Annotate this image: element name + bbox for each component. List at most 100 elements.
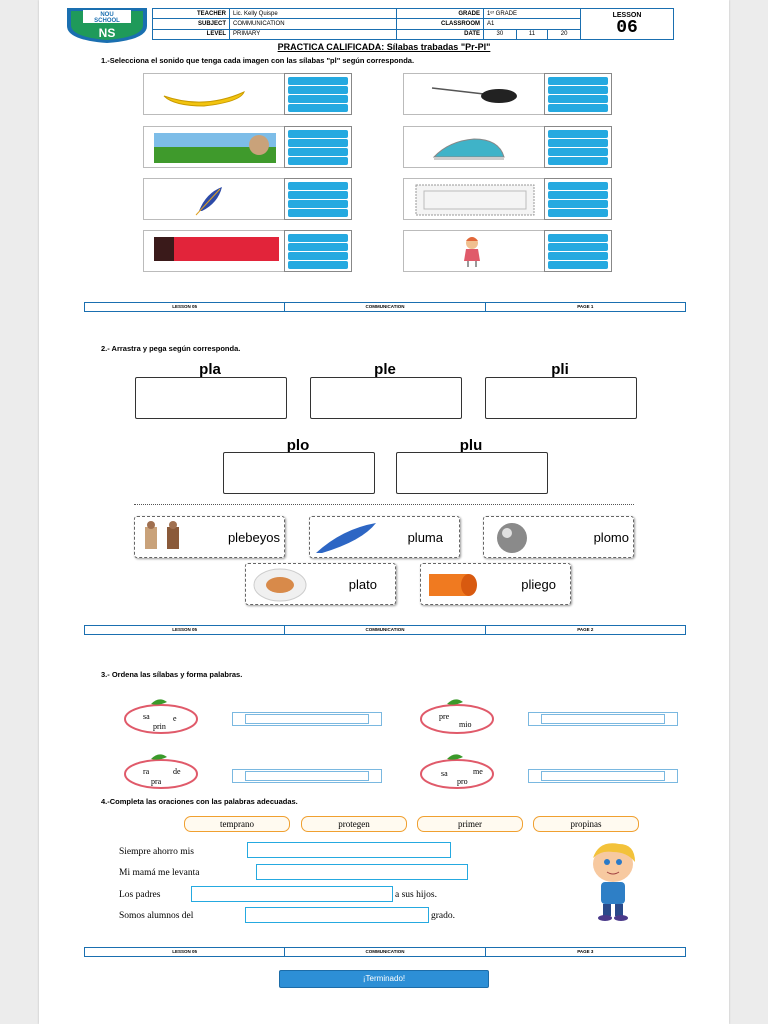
answer-field-3[interactable] xyxy=(232,769,382,783)
lead-ball-icon xyxy=(497,523,527,553)
options-group-6 xyxy=(544,178,612,220)
date-year: 20 xyxy=(547,28,581,41)
apple-icon xyxy=(420,754,494,789)
apple-syllables-3: ra de pra xyxy=(111,749,211,789)
option-button[interactable] xyxy=(548,191,608,199)
options-group-4 xyxy=(544,126,612,168)
option-button[interactable] xyxy=(548,182,608,190)
option-button[interactable] xyxy=(548,200,608,208)
header-table: TEACHER Lic. Kelly Quispe GRADE 1ᵉʳ GRAD… xyxy=(152,7,674,41)
image-girl xyxy=(403,230,546,272)
word-chip-temprano[interactable]: temprano xyxy=(184,816,290,832)
option-button[interactable] xyxy=(288,86,348,94)
drag-card-plomo[interactable]: plomo xyxy=(483,516,634,558)
logo-initials: NS xyxy=(99,26,116,40)
drop-zone-pli[interactable] xyxy=(485,377,637,419)
section3-instruction: 3.- Ordena las sílabas y forma palabras. xyxy=(101,670,243,679)
footer-page: PAGE 1 xyxy=(577,304,594,309)
answer-field-2[interactable] xyxy=(528,712,678,726)
option-button[interactable] xyxy=(548,95,608,103)
drop-zone-ple[interactable] xyxy=(310,377,462,419)
option-button[interactable] xyxy=(548,157,608,165)
blank-field-1[interactable] xyxy=(247,842,451,858)
option-button[interactable] xyxy=(288,130,348,138)
option-button[interactable] xyxy=(548,209,608,217)
option-button[interactable] xyxy=(548,243,608,251)
subject-label: SUBJECT xyxy=(152,18,230,30)
option-button[interactable] xyxy=(288,182,348,190)
card-word: pluma xyxy=(407,529,443,545)
option-button[interactable] xyxy=(288,157,348,165)
option-button[interactable] xyxy=(288,200,348,208)
answer-field-1[interactable] xyxy=(232,712,382,726)
image-iron xyxy=(403,126,546,168)
section2-instruction: 2.- Arrastra y pega según corresponda. xyxy=(101,344,241,353)
image-fabric xyxy=(143,230,286,272)
option-button[interactable] xyxy=(548,139,608,147)
footer-page: PAGE 2 xyxy=(577,627,594,632)
option-button[interactable] xyxy=(548,130,608,138)
footer-lesson: LESSON 05 xyxy=(85,626,286,634)
drop-zone-plo[interactable] xyxy=(223,452,375,494)
option-button[interactable] xyxy=(548,261,608,269)
grade-label: GRADE xyxy=(396,7,484,20)
sentence-3-end: a sus hijos. xyxy=(395,890,437,900)
card-word: plato xyxy=(348,576,377,592)
classroom-label: CLASSROOM xyxy=(396,18,484,30)
blank-field-4[interactable] xyxy=(245,907,429,923)
lesson-number: 06 xyxy=(616,17,638,38)
option-button[interactable] xyxy=(288,104,348,112)
divider xyxy=(134,504,634,505)
drag-card-plebeyos[interactable]: plebeyos xyxy=(134,516,285,558)
finish-button[interactable]: ¡Terminado! xyxy=(279,970,489,988)
syllable: pre xyxy=(439,712,450,721)
syllable-label: pli xyxy=(551,361,569,378)
drag-card-plato[interactable]: plato xyxy=(245,563,396,605)
boy-icon xyxy=(593,843,635,921)
answer-field-4[interactable] xyxy=(528,769,678,783)
apple-icon xyxy=(420,699,494,734)
option-button[interactable] xyxy=(288,191,348,199)
field-icon xyxy=(154,133,276,163)
option-button[interactable] xyxy=(548,252,608,260)
option-button[interactable] xyxy=(288,243,348,251)
option-button[interactable] xyxy=(548,148,608,156)
drop-zone-plu[interactable] xyxy=(396,452,548,494)
blank-field-3[interactable] xyxy=(191,886,393,902)
option-button[interactable] xyxy=(288,77,348,85)
level-label: LEVEL xyxy=(152,28,230,41)
paper-roll-icon xyxy=(429,574,477,596)
date-month: 11 xyxy=(515,28,549,41)
options-group-8 xyxy=(544,230,612,272)
option-button[interactable] xyxy=(548,86,608,94)
teacher-label: TEACHER xyxy=(152,7,230,20)
option-button[interactable] xyxy=(288,139,348,147)
image-duster xyxy=(403,73,546,115)
option-button[interactable] xyxy=(548,104,608,112)
lesson-label: LESSON xyxy=(612,11,642,19)
word-chip-protegen[interactable]: protegen xyxy=(301,816,407,832)
option-button[interactable] xyxy=(548,77,608,85)
worksheet-title: PRACTICA CALIFICADA: Sílabas trabadas "P… xyxy=(277,42,491,52)
drag-card-pliego[interactable]: pliego xyxy=(420,563,571,605)
page-footer-3: LESSON 05 COMMUNICATION PAGE 3 xyxy=(84,947,686,957)
option-button[interactable] xyxy=(288,148,348,156)
option-button[interactable] xyxy=(288,261,348,269)
option-button[interactable] xyxy=(288,252,348,260)
sentence-4-text: Somos alumnos del xyxy=(119,911,194,921)
word-chip-propinas[interactable]: propinas xyxy=(533,816,639,832)
drop-zone-pla[interactable] xyxy=(135,377,287,419)
option-button[interactable] xyxy=(288,234,348,242)
syllable: pro xyxy=(457,777,468,786)
footer-lesson: LESSON 05 xyxy=(85,948,286,956)
option-button[interactable] xyxy=(288,95,348,103)
blank-field-2[interactable] xyxy=(256,864,468,880)
school-logo: NOU SCHOOL NS xyxy=(65,6,149,44)
option-button[interactable] xyxy=(288,209,348,217)
drag-card-pluma[interactable]: pluma xyxy=(309,516,460,558)
image-banana xyxy=(143,73,286,115)
option-button[interactable] xyxy=(548,234,608,242)
word-chip-primer[interactable]: primer xyxy=(417,816,523,832)
syllable-label: ple xyxy=(374,361,396,378)
page-footer-2: LESSON 05 COMMUNICATION PAGE 2 xyxy=(84,625,686,635)
